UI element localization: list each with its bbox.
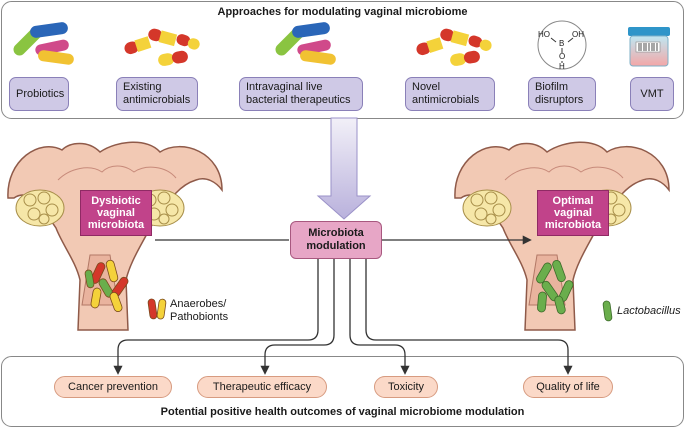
approach-live-bacterial-therapeutics: Intravaginal live bacterial therapeutics bbox=[239, 77, 363, 111]
boric-acid-atom-oh: OH bbox=[572, 30, 584, 39]
modulation-label-line-2: modulation bbox=[306, 240, 366, 252]
anaerobes-legend-icon bbox=[147, 298, 167, 320]
novel-antimicrobials-icon bbox=[416, 28, 492, 66]
live-bacterial-therapeutics-icon bbox=[275, 22, 336, 65]
anaerobes-legend-label: Anaerobes/ Pathobionts bbox=[170, 298, 228, 324]
lactobacillus-legend-label: Lactobacillus bbox=[617, 305, 681, 317]
outcome-toxicity: Toxicity bbox=[374, 376, 438, 398]
outcome-quality-of-life: Quality of life bbox=[523, 376, 613, 398]
anaerobes-legend-line-1: Anaerobes/ bbox=[170, 298, 227, 310]
vmt-jar-icon bbox=[628, 27, 670, 67]
anaerobe-bacteria bbox=[84, 259, 129, 313]
optimal-label-line-2: vaginal bbox=[554, 207, 592, 219]
dysbiotic-label-line-2: vaginal bbox=[97, 207, 135, 219]
approach-novel-antimicrobials: Novel antimicrobials bbox=[405, 77, 495, 111]
outcome-therapeutic-efficacy: Therapeutic efficacy bbox=[197, 376, 327, 398]
optimal-microbiota-box: Optimal vaginal microbiota bbox=[537, 190, 609, 236]
lactobacillus-legend-icon bbox=[602, 300, 613, 322]
outcome-cancer-prevention: Cancer prevention bbox=[54, 376, 172, 398]
probiotics-icon bbox=[13, 22, 74, 65]
boric-acid-atom-h: H bbox=[559, 62, 565, 71]
approach-biofilm-disruptors: Biofilm disruptors bbox=[528, 77, 596, 111]
modulation-label-line-1: Microbiota bbox=[308, 227, 364, 239]
approach-existing-antimicrobials: Existing antimicrobials bbox=[116, 77, 198, 111]
dysbiotic-label-line-3: microbiota bbox=[87, 219, 145, 231]
modulation-down-arrow bbox=[316, 117, 372, 220]
dysbiotic-label-line-1: Dysbiotic bbox=[91, 195, 141, 207]
optimal-label-line-3: microbiota bbox=[544, 219, 602, 231]
approach-vmt: VMT bbox=[630, 77, 674, 111]
microbiota-modulation-box: Microbiota modulation bbox=[290, 221, 382, 259]
boric-acid-atom-ho: HO bbox=[538, 30, 550, 39]
outcomes-title: Potential positive health outcomes of va… bbox=[160, 406, 525, 418]
outcomes-panel bbox=[1, 356, 684, 427]
approaches-title: Approaches for modulating vaginal microb… bbox=[217, 6, 468, 18]
approach-probiotics: Probiotics bbox=[9, 77, 69, 111]
existing-antimicrobials-icon bbox=[124, 28, 200, 66]
boric-acid-atom-o: O bbox=[559, 52, 566, 61]
outcome-arrows bbox=[113, 259, 573, 375]
optimal-label-line-1: Optimal bbox=[552, 195, 594, 207]
anaerobes-legend-line-2: Pathobionts bbox=[170, 311, 229, 323]
dysbiotic-microbiota-box: Dysbiotic vaginal microbiota bbox=[80, 190, 152, 236]
lactobacillus-bacteria bbox=[536, 260, 574, 315]
boric-acid-structure bbox=[537, 20, 587, 70]
boric-acid-atom-b: B bbox=[559, 39, 565, 48]
